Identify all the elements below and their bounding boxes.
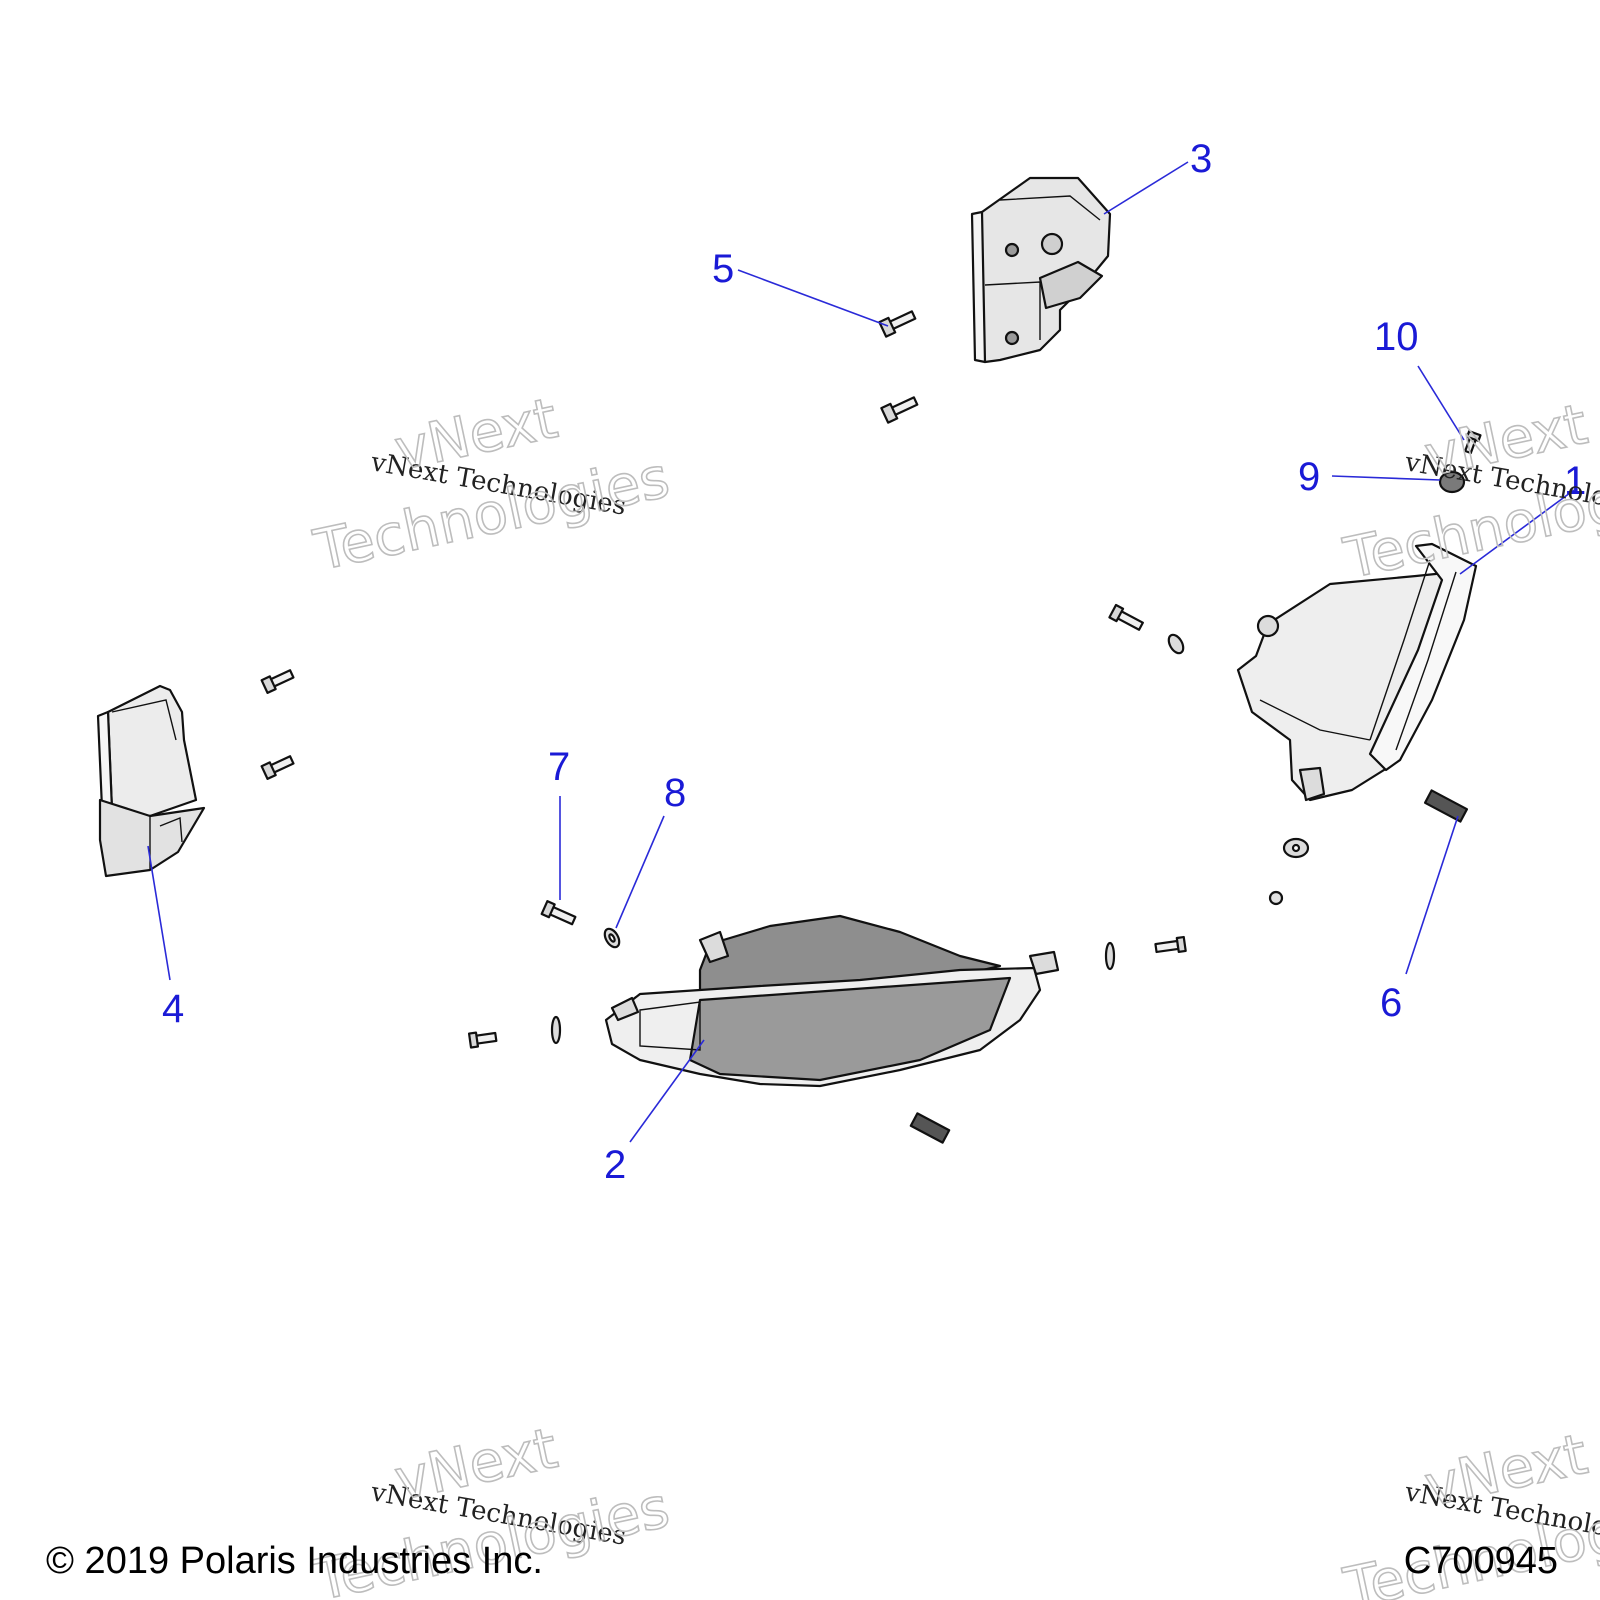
side-bracket-screws <box>260 669 295 780</box>
leader-3 <box>1103 161 1189 215</box>
leader-10 <box>1417 365 1465 441</box>
callouts: 1 2 3 4 5 6 7 8 9 10 <box>162 137 1586 1187</box>
lower-headlight-fasteners <box>467 935 1187 1144</box>
leader-9 <box>1331 475 1441 481</box>
leader-4 <box>147 845 171 981</box>
leader-lines <box>147 161 1575 1143</box>
part-1-right-headlight <box>1236 542 1478 802</box>
part-10-screw <box>1464 430 1482 455</box>
leader-8 <box>615 815 665 929</box>
callout-6: 6 <box>1380 981 1402 1025</box>
callout-5: 5 <box>712 247 734 291</box>
drawing-id: C700945 <box>1403 1540 1558 1582</box>
part-4-side-bracket <box>96 684 206 878</box>
callout-9: 9 <box>1298 455 1320 499</box>
part-5-screws <box>878 310 919 424</box>
watermark-top-left: vNext Technologies vNext Technologies <box>308 385 676 584</box>
callout-7: 7 <box>548 745 570 789</box>
part-3-bracket <box>970 176 1112 364</box>
callout-4: 4 <box>162 987 184 1031</box>
callout-1: 1 <box>1564 459 1586 503</box>
part-7-screw <box>540 900 577 926</box>
leader-5 <box>737 269 889 327</box>
watermark-big-2: Technologies <box>308 445 674 584</box>
right-headlight-fasteners <box>1108 603 1310 906</box>
watermark-top-right: vNext Technologies vNext Technologies <box>1338 391 1600 592</box>
callout-10: 10 <box>1374 315 1419 359</box>
copyright-notice: © 2019 Polaris Industries Inc. <box>46 1540 543 1582</box>
leader-2 <box>629 1039 705 1143</box>
part-2-lower-headlight <box>604 914 1060 1088</box>
part-9-grommet <box>1438 470 1466 494</box>
leader-6 <box>1405 815 1459 975</box>
part-6-adjuster <box>1423 789 1469 823</box>
leader-1 <box>1459 489 1575 575</box>
callout-8: 8 <box>664 771 686 815</box>
callout-2: 2 <box>604 1143 626 1187</box>
part-8-washer <box>603 927 621 949</box>
callout-3: 3 <box>1190 137 1212 181</box>
